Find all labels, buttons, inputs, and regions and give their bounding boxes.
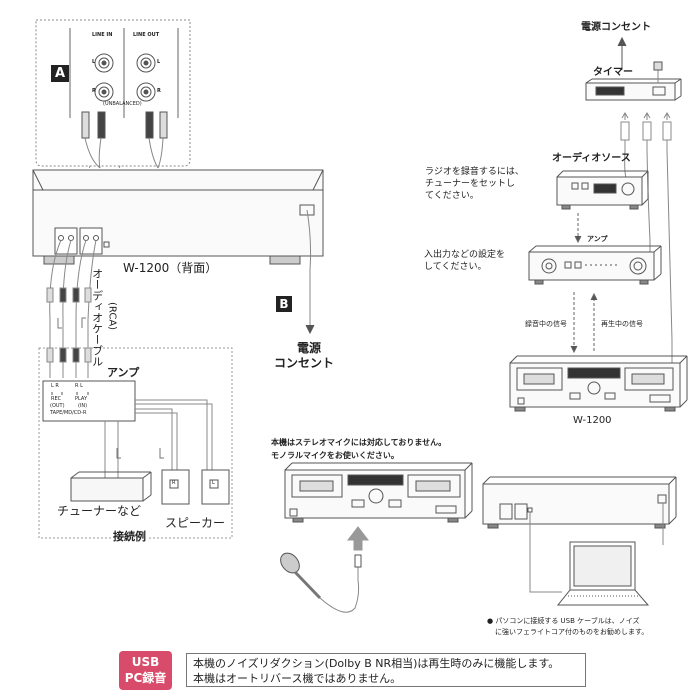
deck-rear-left	[32, 169, 324, 265]
line-out-label: LINE OUT	[133, 32, 160, 38]
amp-rec-out-label: (OUT)	[50, 403, 65, 409]
pc-note-line2: に強いフェライトコア付のものをお勧めします。	[495, 628, 649, 636]
mic-note-line2: モノラルマイクをお使いください。	[271, 451, 399, 460]
usb-badge-line2: PC録音	[124, 671, 167, 685]
amp-lr-rec: L R	[51, 383, 59, 389]
jack-l-in-label: L	[92, 59, 96, 65]
radio-note-line3: てください。	[425, 191, 479, 201]
timer-label: タイマー	[593, 67, 633, 78]
laptop-illustration	[556, 541, 650, 606]
usb-pc-recording-badge: USB PC録音	[119, 651, 172, 690]
deck-front-mic	[284, 462, 473, 523]
usb-badge-line1: USB	[131, 655, 160, 669]
audio-source-label: オーディオソース	[552, 153, 631, 164]
usb-note-line1: 本機のノイズリダクション(Dolby B NR相当)は再生時のみに機能します。	[193, 657, 560, 670]
audio-cable-label: オーディオケーブル	[90, 268, 104, 367]
amp-rec-label: REC	[51, 396, 62, 402]
jack-r-out-label: R	[157, 88, 161, 94]
audio-source-device	[556, 170, 649, 210]
pc-note-line1: ● パソコンに接続する USB ケーブルは、ノイズ	[487, 617, 640, 625]
deck-rear-pc	[482, 476, 677, 593]
timer-device	[585, 36, 682, 101]
connection-example-caption: 接続例	[111, 530, 148, 544]
amp-play-in-label: (IN)	[78, 403, 88, 409]
line-in-label: LINE IN	[92, 32, 113, 38]
power-outlet-label: 電源コンセント	[581, 22, 651, 33]
speaker-l-label: L	[212, 480, 215, 486]
amp-label-right: アンプ	[587, 235, 608, 243]
radio-note-line2: チューナーをセットし	[425, 179, 516, 189]
speaker-r-label: R	[172, 480, 176, 486]
rca-cables	[46, 239, 97, 378]
usb-note-line2: 本機はオートリバース機ではありません。	[193, 672, 402, 685]
microphone-illustration	[280, 552, 362, 613]
amp-device	[528, 245, 662, 285]
rec-signal-label: 録音中の信号	[525, 320, 567, 328]
left-device-caption: W-1200（背面）	[123, 261, 218, 275]
amp-tape-label: TAPE/MD/CD-R	[50, 410, 87, 416]
radio-note-line1: ラジオを録音するには、	[425, 167, 524, 177]
marker-b: B	[276, 296, 292, 312]
jack-zoom-callout	[35, 19, 191, 233]
tuner-caption: チューナーなど	[57, 504, 142, 518]
amp-title: アンプ	[107, 366, 140, 379]
right-device-name: W-1200	[573, 415, 612, 426]
amp-play-label: PLAY	[75, 396, 88, 402]
jack-r-in-label: R	[92, 88, 96, 94]
unbalanced-label: (UNBALANCED)	[103, 101, 142, 107]
deck-front-right	[509, 355, 688, 412]
power-outlet-b-line2: コンセント	[274, 356, 335, 370]
connection-example-box	[38, 347, 233, 539]
signal-arrows	[570, 213, 598, 354]
power-outlet-b-line1: 電源	[297, 341, 322, 355]
amp-rl-play: R L	[75, 383, 83, 389]
play-signal-label: 再生中の信号	[601, 320, 643, 328]
marker-a: A	[51, 65, 69, 82]
mic-jack-arrow	[346, 526, 370, 551]
io-note-line1: 入出力などの設定を	[424, 250, 506, 260]
speaker-caption: スピーカー	[165, 516, 226, 530]
power-plugs	[620, 112, 673, 364]
jack-l-out-label: L	[157, 59, 161, 65]
mic-note-line1: 本機はステレオマイクには対応しておりません。	[271, 438, 447, 447]
io-note-line2: してください。	[424, 262, 487, 272]
power-cable-b	[305, 209, 315, 335]
audio-cable-rca-label: (RCA)	[106, 302, 118, 331]
usb-note-box: 本機のノイズリダクション(Dolby B NR相当)は再生時のみに機能します。 …	[186, 653, 586, 687]
